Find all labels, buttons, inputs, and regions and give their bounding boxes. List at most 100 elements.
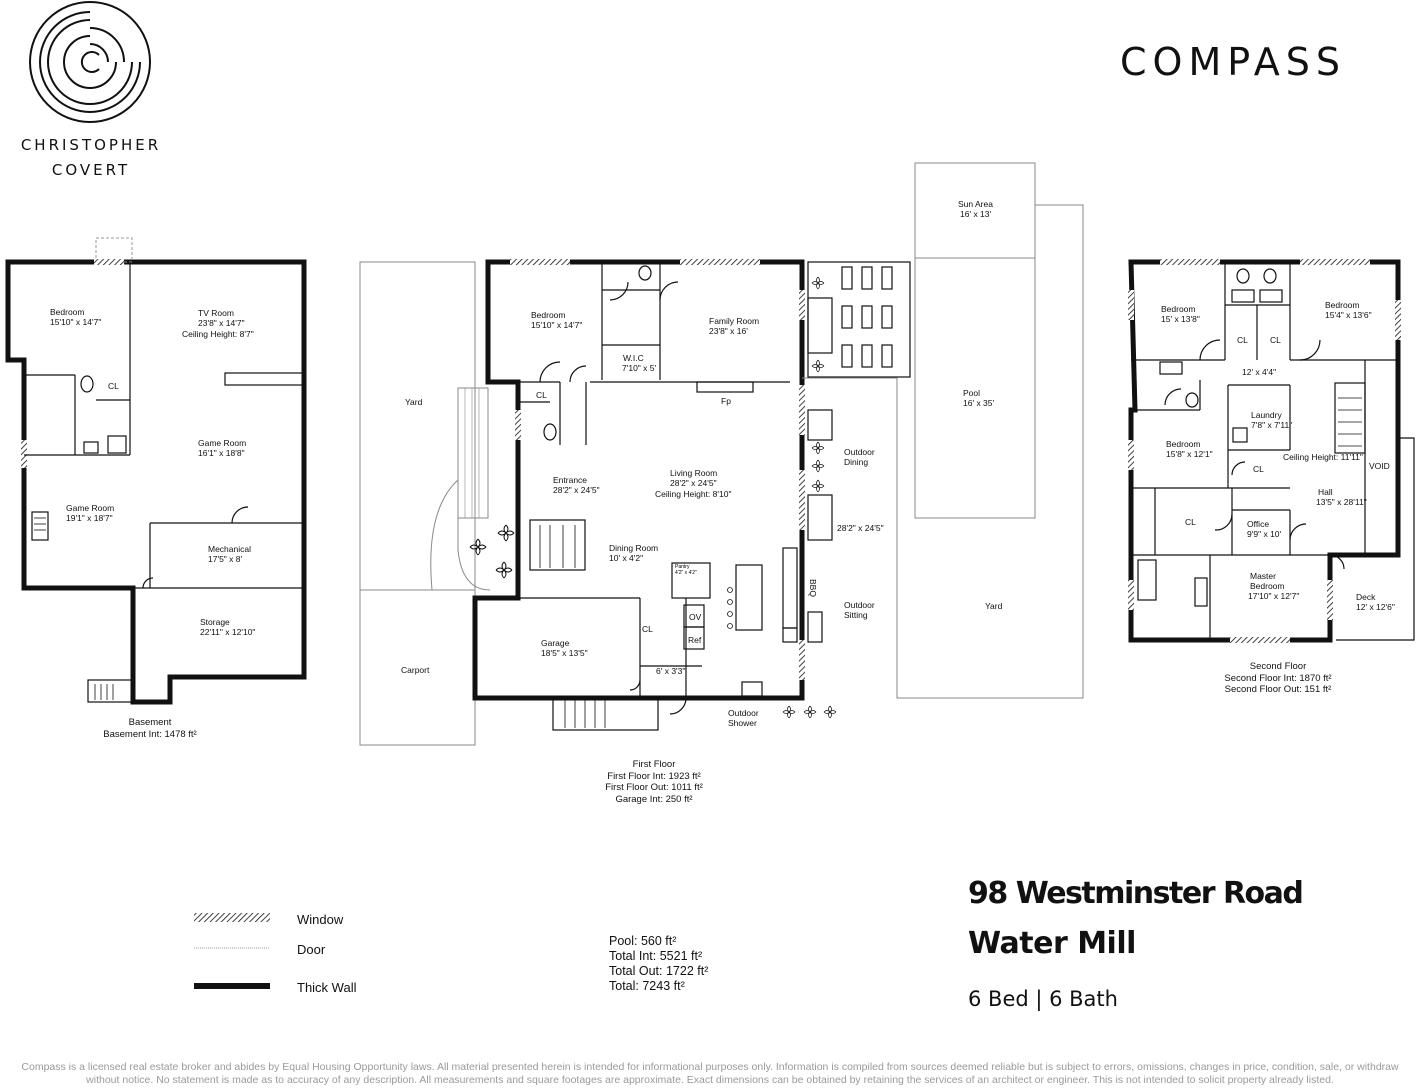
second-cl-4-label: CL [1185, 517, 1196, 527]
legend-window-label: Window [297, 912, 344, 927]
living-room-ceiling: Ceiling Height: 8'10" [655, 489, 731, 499]
basement-bedroom-dim: 15'10" x 14'7" [50, 317, 101, 327]
office-label: Office [1247, 519, 1269, 529]
game-room-1-label: Game Room [198, 438, 246, 448]
living-room-label: Living Room [670, 468, 717, 478]
laundry-dim: 7'8" x 7'11" [1251, 420, 1292, 430]
outdoor-dining-label: Outdoor [844, 447, 875, 457]
total-int: Total Int: 5521 ft² [609, 949, 703, 963]
deck-dim: 12' x 12'6" [1356, 602, 1395, 612]
pool-yard-label: Yard [985, 601, 1003, 611]
outdoor-shower-label-2: Shower [728, 718, 757, 728]
basement-summary: Basement Basement Int: 1478 ft² [80, 717, 220, 740]
tv-room-ceiling: Ceiling Height: 8'7" [182, 329, 254, 339]
carport-label: Carport [401, 665, 430, 675]
first-cl-label: CL [536, 390, 547, 400]
dining-room-dim: 10' x 4'2" [609, 553, 643, 563]
master-bedroom-label-2: Bedroom [1250, 581, 1285, 591]
master-bedroom-dim: 17'10" x 12'7" [1248, 591, 1299, 601]
second-floor-int: Second Floor Int: 1870 ft² [1224, 672, 1332, 684]
yard-label: Yard [405, 397, 423, 407]
property-town: Water Mill [968, 926, 1136, 961]
legal-disclaimer: Compass is a licensed real estate broker… [21, 1061, 1399, 1086]
sun-area-label: Sun Area [958, 199, 993, 209]
fireplace-label: Fp [721, 396, 731, 406]
first-floor-out: First Floor Out: 1011 ft² [605, 782, 703, 793]
pantry-label: Pantry [675, 564, 690, 570]
game-room-2-label: Game Room [66, 503, 114, 513]
hallway-dim: 12' x 4'4" [1242, 367, 1276, 377]
game-room-2-dim: 19'1" x 18'7" [66, 513, 113, 523]
second-hall-label: Hall [1318, 487, 1333, 497]
mechanical-dim: 17'5" x 8' [208, 554, 243, 564]
basement-bedroom-label: Bedroom [50, 307, 85, 317]
first-bedroom-dim: 15'10" x 14'7" [531, 320, 582, 330]
second-bedroom-1-label: Bedroom [1161, 304, 1196, 314]
outdoor-sitting-label-2: Sitting [844, 610, 868, 620]
mechanical-label: Mechanical [208, 544, 251, 554]
first-floor-plan: Bedroom 15'10" x 14'7" Family Room 23'8"… [359, 162, 1084, 746]
family-room-label: Family Room [709, 316, 759, 326]
second-cl-3-label: CL [1253, 464, 1264, 474]
basement-int: Basement Int: 1478 ft² [103, 728, 197, 740]
tv-room-label: TV Room [198, 308, 234, 318]
hall-dim: 6' x 3'3" [656, 666, 685, 676]
christopher-covert-logo [29, 1, 151, 123]
entrance-label: Entrance [553, 475, 587, 485]
first-floor-summary: First Floor First Floor Int: 1923 ft² Fi… [584, 759, 724, 805]
storage-dim: 22'11" x 12'10" [200, 627, 255, 637]
basement-cl-label: CL [108, 381, 119, 391]
second-bedroom-2-label: Bedroom [1325, 300, 1360, 310]
outdoor-sitting-label: Outdoor [844, 600, 875, 610]
game-room-1-dim: 16'1" x 18'8" [198, 448, 245, 458]
wic-label: W.I.C [623, 353, 644, 363]
oven-label: OV [689, 612, 702, 622]
second-cl-1-label: CL [1237, 335, 1248, 345]
second-hall-dim: 13'5" x 28'11" [1316, 497, 1367, 507]
pool-label: Pool [963, 388, 980, 398]
second-floor-out: Second Floor Out: 151 ft² [1224, 684, 1332, 695]
deck-label: Deck [1356, 592, 1376, 602]
pool-dim: 16' x 35' [963, 398, 995, 408]
second-bedroom-2-dim: 15'4" x 13'6" [1325, 310, 1372, 320]
basement-plan: Bedroom 15'10" x 14'7" TV Room 23'8" x 1… [5, 237, 307, 705]
garage-dim: 18'5" x 13'5" [541, 648, 588, 658]
ceiling-height-label: Ceiling Height: 11'11" [1283, 452, 1363, 462]
first-floor-int: First Floor Int: 1923 ft² [607, 770, 701, 782]
property-beds-baths: 6 Bed | 6 Bath [968, 987, 1118, 1011]
office-dim: 9'9" x 10' [1247, 529, 1282, 539]
legend-thick-wall-label: Thick Wall [297, 980, 357, 995]
outdoor-shower-label: Outdoor [728, 708, 759, 718]
agent-name-line2: COVERT [51, 161, 131, 179]
agent-name-line1: CHRISTOPHER [20, 136, 162, 154]
first-bedroom-label: Bedroom [531, 310, 566, 320]
storage-label: Storage [200, 617, 230, 627]
total-all: Total: 7243 ft² [609, 979, 685, 993]
fridge-label: Ref [688, 635, 702, 645]
family-room-dim: 23'8" x 16' [709, 326, 748, 336]
compass-logo: COMPASS [1120, 40, 1346, 84]
garage-cl-label: CL [642, 624, 653, 634]
first-floor-title: First Floor [632, 759, 676, 770]
pantry-dim: 4'2" x 4'2" [675, 570, 697, 576]
second-floor-title: Second Floor [1249, 661, 1307, 672]
second-bedroom-1-dim: 15' x 13'8" [1161, 314, 1200, 324]
second-floor-plan: Bedroom 15' x 13'8" Bedroom 15'4" x 13'6… [1128, 259, 1415, 643]
bbq-label: BBQ [808, 579, 818, 597]
legend-door-label: Door [297, 942, 326, 957]
outdoor-dining-label-2: Dining [844, 457, 868, 467]
second-bedroom-3-label: Bedroom [1166, 439, 1201, 449]
wic-dim: 7'10" x 5' [622, 363, 657, 373]
second-floor-summary: Second Floor Second Floor Int: 1870 ft² … [1208, 661, 1348, 696]
tv-room-dim: 23'8" x 14'7" [198, 318, 245, 328]
second-cl-2-label: CL [1270, 335, 1281, 345]
master-bedroom-label: Master [1250, 571, 1276, 581]
entrance-dim: 28'2" x 24'5" [553, 485, 600, 495]
sun-area-dim: 16' x 13' [960, 209, 992, 219]
second-bedroom-3-dim: 15'8" x 12'1" [1166, 449, 1213, 459]
laundry-label: Laundry [1251, 410, 1282, 420]
garage-int: Garage Int: 250 ft² [615, 793, 693, 805]
basement-title: Basement [128, 717, 172, 728]
pool-total: Pool: 560 ft² [609, 934, 677, 948]
area-totals: Pool: 560 ft² Total Int: 5521 ft² Total … [609, 934, 708, 994]
